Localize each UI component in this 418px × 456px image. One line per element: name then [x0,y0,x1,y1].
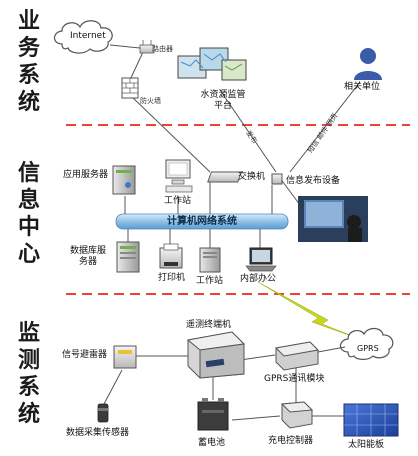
section-info-title: 信 息 中 心 [16,160,42,268]
battery-label: 蓄电池 [198,438,226,448]
platform-label-line2: 平台 [213,101,232,111]
workstation-top-label: 工作站 [164,196,192,206]
sensor-label: 数据采集传感器 [66,428,130,438]
network-bar [115,213,289,230]
sensor-icon [97,403,109,423]
signal-arrester-icon [113,345,137,369]
app-server-icon [112,165,136,195]
related-units-label: 相关单位 [344,82,381,92]
printer-label: 打印机 [158,273,186,283]
router-label: 路由器 [152,45,173,53]
water-platform-screens [177,47,247,81]
switch-label: 交换机 [238,172,266,182]
section-monitor-title: 监 测 系 统 [16,320,42,428]
platform-label: 水资源监管 平台 [197,90,249,112]
gprs-module-label: GPRS通讯模块 [264,374,325,384]
section-char: 信 [17,160,40,186]
section-char: 监 [17,320,40,346]
rtu-icon [186,331,246,379]
battery-icon [197,398,229,431]
section-char: 系 [17,374,40,400]
gprs-cloud-label: GPRS [357,344,379,353]
db-server-label-line2: 务器 [79,257,98,267]
section-char: 统 [17,401,40,427]
solar-panel-label: 太阳能板 [348,440,385,450]
section-char: 息 [17,187,40,213]
person-icon [354,48,382,80]
charge-controller-label: 充电控制器 [268,436,314,446]
solar-panel-icon [343,403,399,437]
internet-cloud [53,20,113,54]
router-icon [139,40,155,54]
gprs-cloud [339,327,394,360]
section-char: 心 [17,241,40,267]
printer-icon [159,243,183,269]
publish-device-label: 信息发布设备 [286,176,341,186]
gprs-module-icon [274,341,320,371]
switch-icon [207,171,283,185]
app-server-label: 应用服务器 [63,170,109,180]
db-server-label: 数据库服 务器 [70,246,106,268]
section-business-title: 业 务 系 统 [16,8,42,116]
publish-device-photo [298,196,368,242]
db-server-icon [116,241,140,273]
internal-office-label: 内部办公 [240,274,277,284]
section-char: 测 [17,347,40,373]
section-char: 中 [17,214,40,240]
laptop-icon [245,247,277,272]
workstation-bottom-icon [199,247,221,273]
rtu-label: 遥测终端机 [186,320,232,330]
signal-arrester-label: 信号避雷器 [62,350,108,360]
network-bar-label: 计算机网络系统 [167,216,237,227]
internet-label: Internet [70,31,106,41]
workstation-bottom-label: 工作站 [196,276,224,286]
workstation-top-icon [165,159,193,193]
firewall-label: 防火墙 [140,97,161,105]
platform-label-line1: 水资源监管 [200,90,246,100]
db-server-label-line1: 数据库服 [70,246,107,256]
charge-controller-icon [280,401,314,429]
section-char: 统 [17,89,40,115]
section-char: 系 [17,62,40,88]
firewall-icon [121,77,139,99]
section-char: 务 [17,35,40,61]
section-char: 业 [17,8,40,34]
